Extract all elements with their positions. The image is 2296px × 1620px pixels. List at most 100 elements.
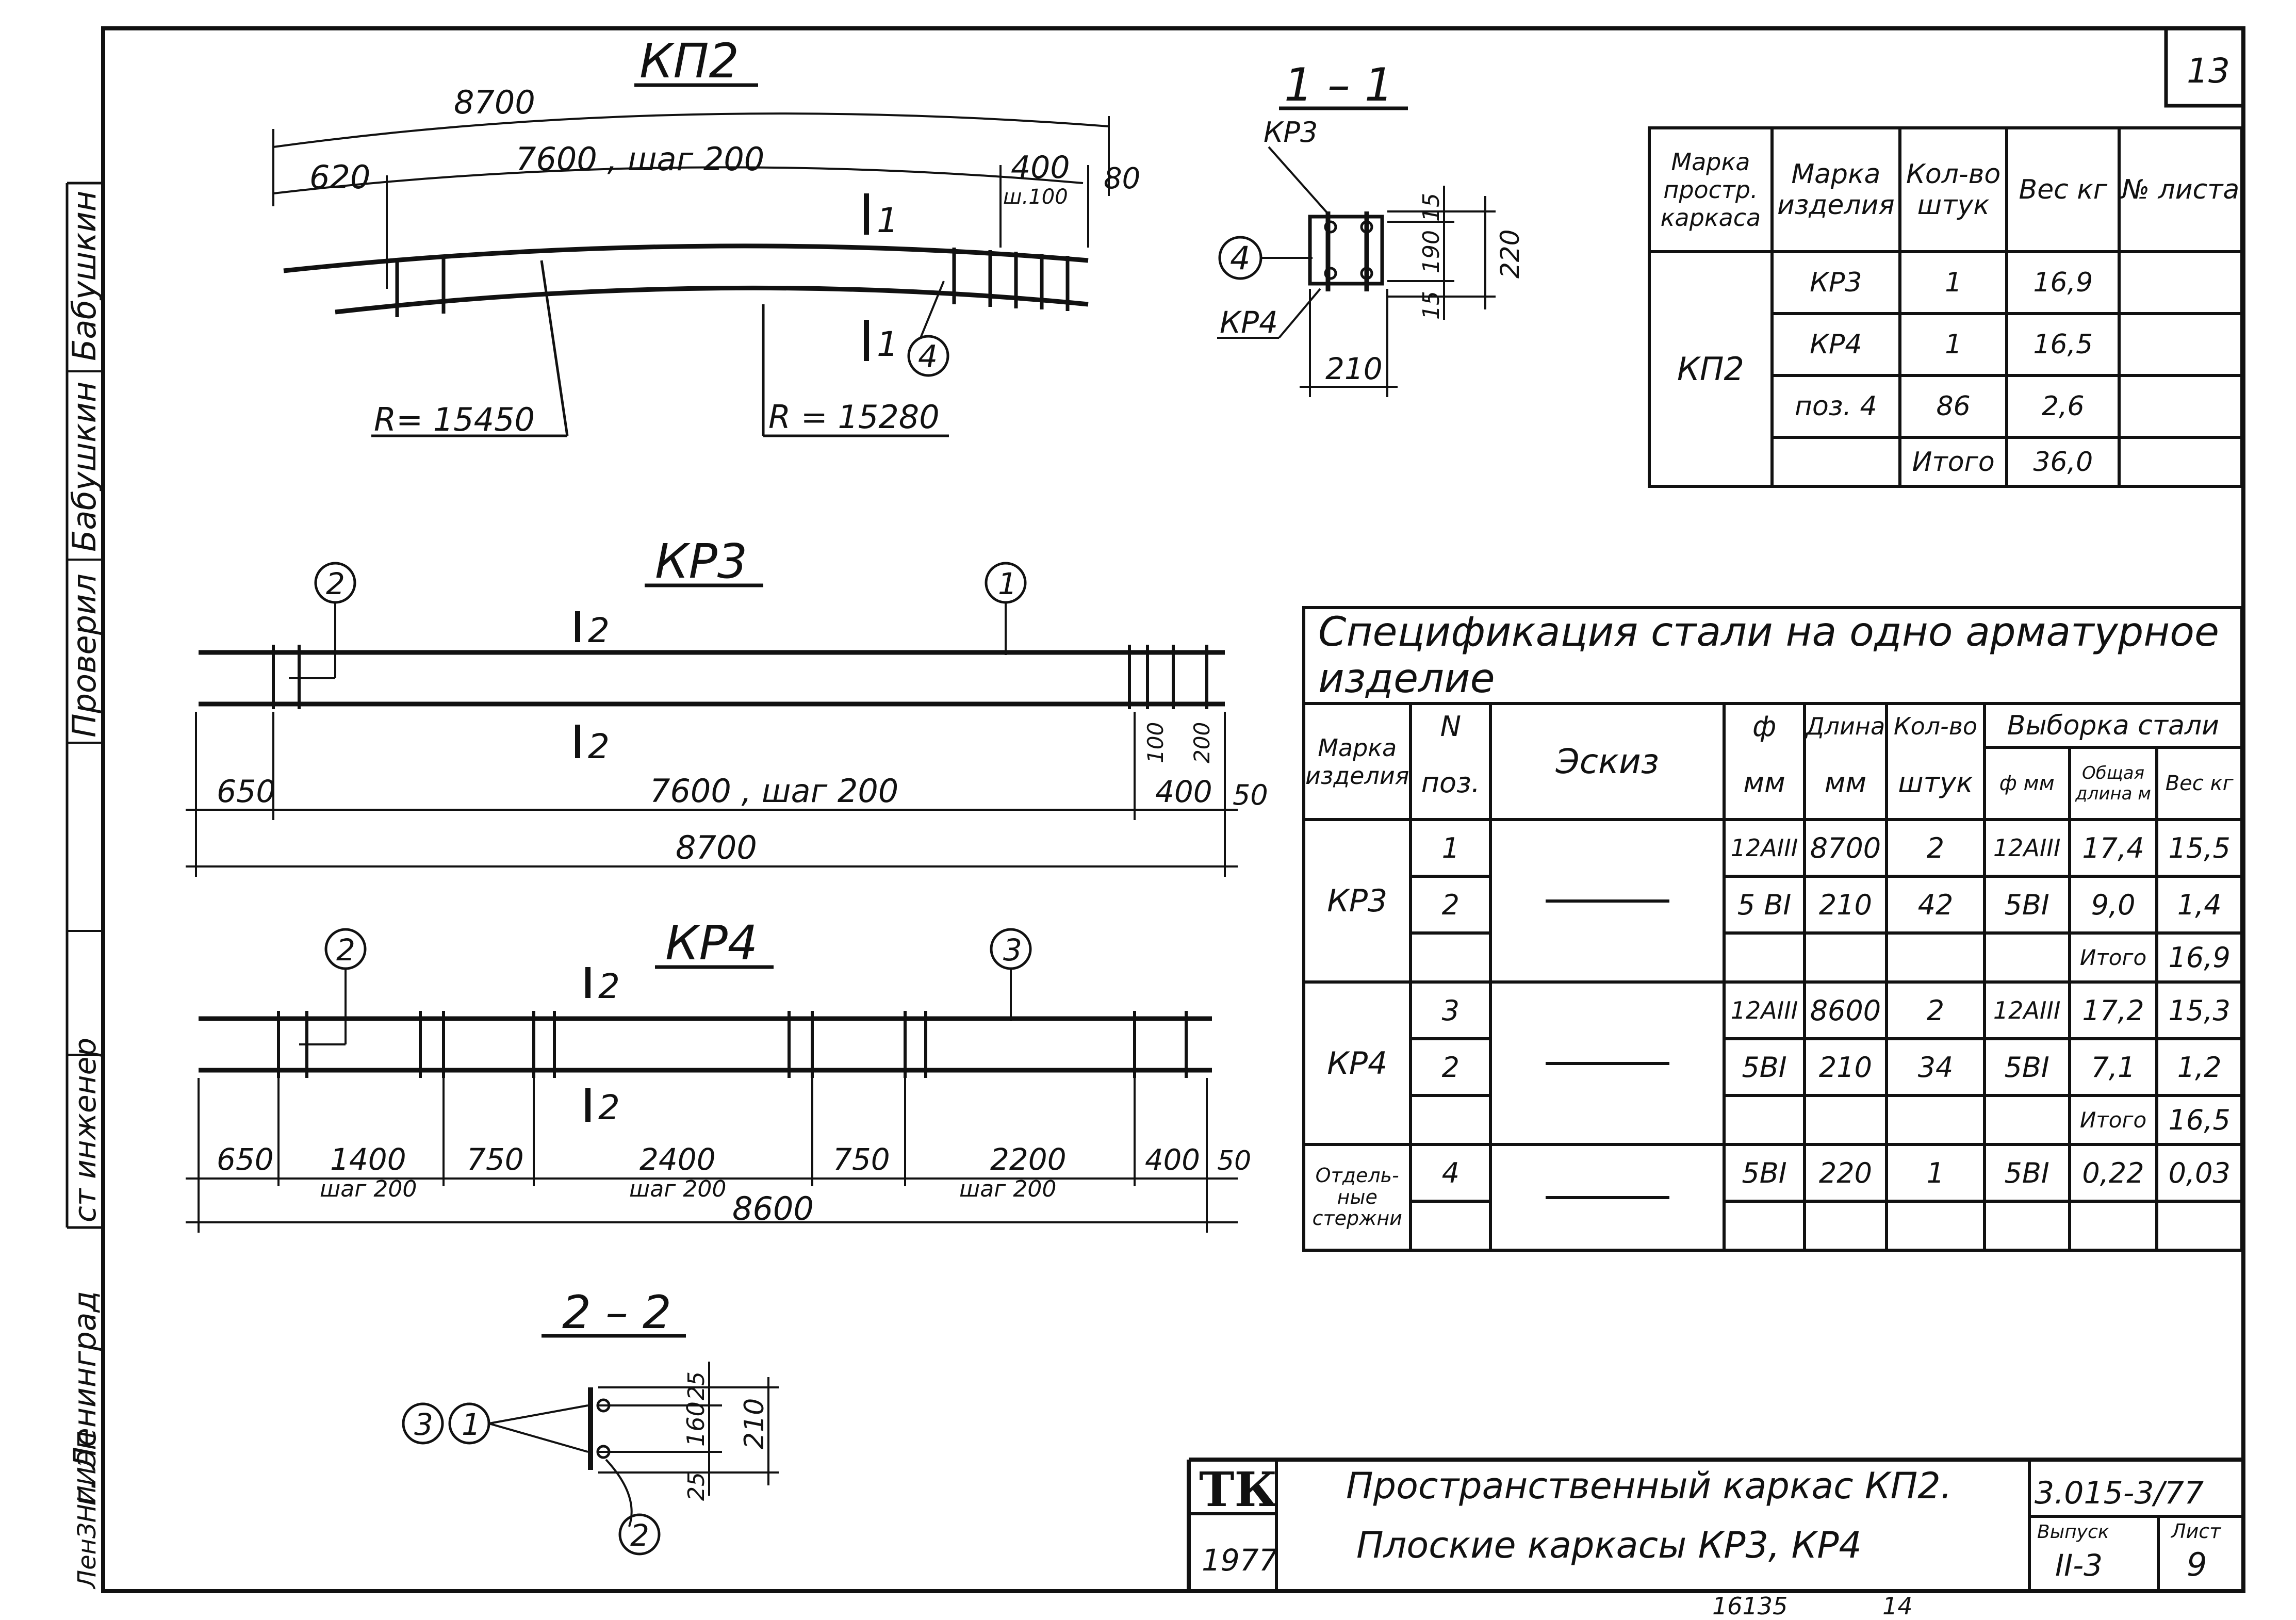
summary-item-1: КР3 [1770,250,1901,315]
footer-num-1: 16135 [1712,1592,1787,1620]
sec22-pos-3: 3 [414,1407,433,1442]
kr3-section-bottom: 2 [588,727,610,766]
kp2-dim-total: 8700 [454,84,535,121]
spec-row-sel-dia: 5BI [1982,875,2071,935]
kr3-dim-400: 400 [1155,774,1212,809]
spec-head-sketch: Эскиз [1489,702,1726,821]
spec-row-len: 8700 [1802,818,1889,878]
stamp-signature: Бабушкин [65,382,103,552]
kr3-section-top: 2 [588,611,610,650]
spec-total-label: Итого [2068,1094,2159,1146]
spec-total: 16,5 [2155,1094,2243,1146]
kr3-dim-total: 8700 [676,829,757,866]
spec-sketch-kr4 [1489,980,1726,1146]
kr4-pos-3: 3 [1003,932,1022,968]
kp2-dim-right: 400 [1011,150,1070,186]
title-block: ТК 1977 Пространственный каркас КП2. Пло… [1187,1458,2243,1591]
stamp-org: ЛенЗНИИЭП [73,1431,102,1590]
kr3-pos-2: 2 [326,566,345,601]
sec22-title: 2 – 2 [562,1286,671,1339]
sec22-d25b: 25 [683,1472,710,1501]
spec-mark-separate: Отдель- ные стержни [1302,1143,1413,1252]
spec-head-sel-weight: Вес кг [2155,746,2243,821]
stamp-babushkin: Бабушкин [65,191,103,361]
spec-row-sel-weight: 1,2 [2155,1037,2243,1097]
title-line-2: Плоские каркасы КР3, КР4 [1356,1524,1862,1566]
spec-head-qty-sub: штук [1885,747,1986,821]
spec-total: 16,9 [2155,931,2243,984]
spec-head-mark: Марка изделия [1302,702,1413,821]
sec11-d190: 190 [1418,230,1445,273]
spec-row-dia: 12АIII [1723,980,1806,1040]
stamp-engineer: ст инженер [68,1038,103,1222]
summary-weight-3: 2,6 [2005,374,2121,439]
title-line-1: Пространственный каркас КП2. [1346,1465,1952,1507]
kp2-dim-mid: 7600 , шаг 200 [516,140,764,178]
spec-table: Спецификация стали на одно арматурное из… [1302,606,2244,1252]
kr4-step-2: шаг 200 [629,1176,726,1202]
kr4-step-1: шаг 200 [320,1176,417,1202]
spec-row-sel-len: 0,22 [2068,1143,2159,1203]
spec-row-sel-len: 9,0 [2068,875,2159,935]
spec-row-sel-weight: 15,3 [2155,980,2243,1040]
summary-total-label: Итого [1898,436,2009,488]
kr4-title: КР4 [665,915,758,971]
kr4-section-top: 2 [598,967,620,1006]
kp2-title: КП2 [639,34,739,89]
spec-row-qty: 42 [1885,875,1986,935]
kr4-dim-1400: 1400 [330,1142,406,1177]
summary-item-2: КР4 [1770,312,1901,377]
spec-head-sel-len: Общая длина м [2068,746,2159,821]
sec11-d220: 220 [1495,230,1525,279]
spec-row-len: 220 [1802,1143,1889,1203]
kr4-view: КР4 2 3 2 2 650 [186,915,1251,1233]
spec-row-sel-dia: 5BI [1982,1037,2071,1097]
kr3-dim-100: 100 [1143,722,1168,763]
sec11-d15b: 15 [1418,291,1445,320]
summary-qty-2: 1 [1898,312,2009,377]
kr4-step-3: шаг 200 [959,1176,1056,1202]
kr3-view: КР3 2 1 2 2 650 7600 , шаг 200 100 200 4… [186,534,1268,877]
spec-row-n: 4 [1409,1143,1493,1203]
kr4-dim-650: 650 [217,1142,274,1177]
sec11-d210: 210 [1325,351,1383,386]
spec-row-len: 8600 [1802,980,1889,1040]
spec-head-n-sub: поз. [1409,747,1493,821]
spec-row-qty: 2 [1885,818,1986,878]
summary-frame: КП2 [1648,250,1774,488]
spec-sketch-separate [1489,1143,1726,1252]
spec-row-dia: 12АIII [1723,818,1806,878]
spec-row-sel-weight: 15,5 [2155,818,2243,878]
summary-head-frame: Марка простр. каркаса [1648,126,1774,253]
spec-row-qty: 34 [1885,1037,1986,1097]
spec-row-sel-len: 7,1 [2068,1037,2159,1097]
spec-head-n: N [1409,702,1493,747]
title-issue-label: Выпуск [2037,1521,2109,1543]
sec22-d25a: 25 [683,1371,710,1400]
sheet-frame [101,26,2245,1593]
spec-row-sel-len: 17,4 [2068,818,2159,878]
kr4-pos-2: 2 [336,932,355,968]
kp2-section-top: 1 [877,201,898,240]
spec-total-label: Итого [2068,931,2159,984]
kr4-dim-2400: 2400 [639,1142,716,1177]
kr4-dim-750b: 750 [833,1142,890,1177]
spec-row-sel-dia: 5BI [1982,1143,2071,1203]
title-logo: ТК [1199,1462,1277,1517]
kp2-dim-right-sub: ш.100 [1003,185,1068,209]
kp2-radius-outer: R= 15450 [374,401,535,438]
spec-row-qty: 2 [1885,980,1986,1040]
summary-total-weight: 36,0 [2005,436,2121,488]
summary-table: Марка простр. каркаса Марка изделия Кол-… [1648,126,2243,488]
kr3-title: КР3 [655,534,747,589]
page-number: 13 [2187,51,2230,91]
kp2-dim-left: 620 [309,158,370,196]
spec-row-n: 2 [1409,1037,1493,1097]
spec-row-len: 210 [1802,875,1889,935]
summary-head-qty: Кол-во штук [1898,126,2009,253]
spec-row-dia: 5BI [1723,1143,1806,1203]
sketch-bar [1545,1061,1669,1065]
sec11-pos-4: 4 [1230,239,1250,277]
